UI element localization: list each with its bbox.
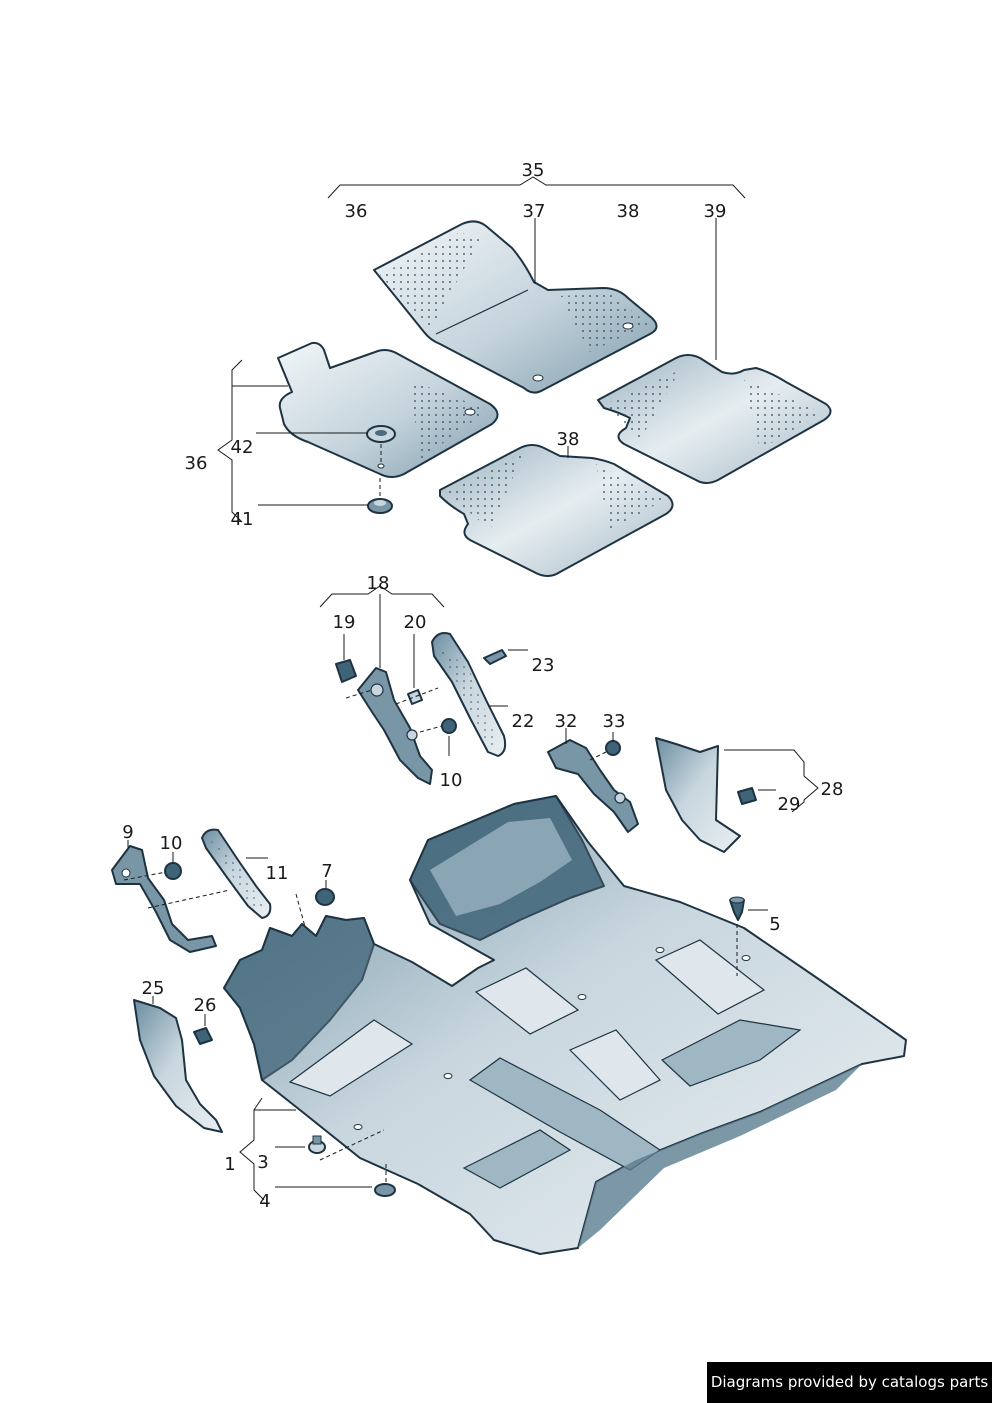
callout-41: 41 bbox=[231, 509, 254, 530]
side-trim-28[interactable] bbox=[655, 737, 819, 853]
callout-42: 42 bbox=[231, 437, 254, 458]
nut-10a bbox=[419, 718, 457, 756]
callout-28: 28 bbox=[821, 779, 844, 800]
floor-mat-front-left[interactable] bbox=[277, 341, 499, 478]
credit-banner: Diagrams provided by catalogs parts bbox=[707, 1362, 992, 1403]
bracket-35 bbox=[327, 176, 746, 199]
callout-37: 37 bbox=[523, 201, 546, 222]
callout-23: 23 bbox=[532, 655, 555, 676]
callout-39: 39 bbox=[704, 201, 727, 222]
clip-19 bbox=[335, 634, 373, 699]
clip-5 bbox=[729, 896, 768, 976]
callout-4: 4 bbox=[259, 1191, 270, 1212]
footrest-pad-11[interactable] bbox=[147, 828, 272, 919]
nut-10b bbox=[123, 852, 182, 881]
callout-5: 5 bbox=[769, 914, 780, 935]
callout-22: 22 bbox=[512, 711, 535, 732]
leaders-mats bbox=[217, 218, 717, 523]
bracket-18 bbox=[319, 585, 445, 668]
callout-7: 7 bbox=[321, 861, 332, 882]
footrest-bracket[interactable] bbox=[357, 667, 433, 785]
floor-mat-rear-left[interactable] bbox=[439, 444, 674, 577]
callout-32: 32 bbox=[555, 711, 578, 732]
callout-33: 33 bbox=[603, 711, 626, 732]
callout-19: 19 bbox=[333, 612, 356, 633]
callout-10-upper: 10 bbox=[440, 770, 463, 791]
mat-fastener-42 bbox=[366, 425, 396, 469]
callout-10-lower: 10 bbox=[160, 833, 183, 854]
side-trim-25[interactable] bbox=[133, 996, 223, 1133]
clip-29 bbox=[737, 787, 776, 805]
nut-33 bbox=[589, 732, 621, 761]
bracket-1 bbox=[239, 1097, 296, 1201]
callout-20: 20 bbox=[404, 612, 427, 633]
callout-38-mat: 38 bbox=[557, 429, 580, 450]
floor-mat-front-right[interactable] bbox=[373, 220, 658, 394]
callout-26: 26 bbox=[194, 995, 217, 1016]
callout-36-top: 36 bbox=[345, 201, 368, 222]
callout-36-mat: 36 bbox=[185, 453, 208, 474]
floor-mat-rear-right[interactable] bbox=[597, 354, 832, 484]
floor-carpet[interactable] bbox=[223, 795, 907, 1255]
footrest-pad-22[interactable] bbox=[431, 632, 508, 757]
callout-18: 18 bbox=[367, 573, 390, 594]
clip-20 bbox=[395, 634, 439, 705]
callout-25: 25 bbox=[142, 978, 165, 999]
callout-1: 1 bbox=[224, 1154, 235, 1175]
clip-3 bbox=[275, 1129, 385, 1161]
callout-35: 35 bbox=[522, 160, 545, 181]
callout-labels: 35 36 37 38 39 36 42 41 38 18 19 20 23 2… bbox=[122, 160, 843, 1212]
screw-23 bbox=[483, 649, 528, 665]
callout-9: 9 bbox=[122, 822, 133, 843]
callout-3: 3 bbox=[257, 1152, 268, 1173]
callout-29: 29 bbox=[778, 794, 801, 815]
clip-26 bbox=[193, 1014, 213, 1045]
bracket-32[interactable] bbox=[547, 728, 639, 833]
clip-7 bbox=[295, 880, 335, 953]
mat-fastener-41 bbox=[367, 478, 393, 514]
side-trim-9[interactable] bbox=[111, 840, 217, 953]
fastener-4 bbox=[275, 1164, 396, 1197]
callout-11: 11 bbox=[266, 863, 289, 884]
callout-38-top: 38 bbox=[617, 201, 640, 222]
